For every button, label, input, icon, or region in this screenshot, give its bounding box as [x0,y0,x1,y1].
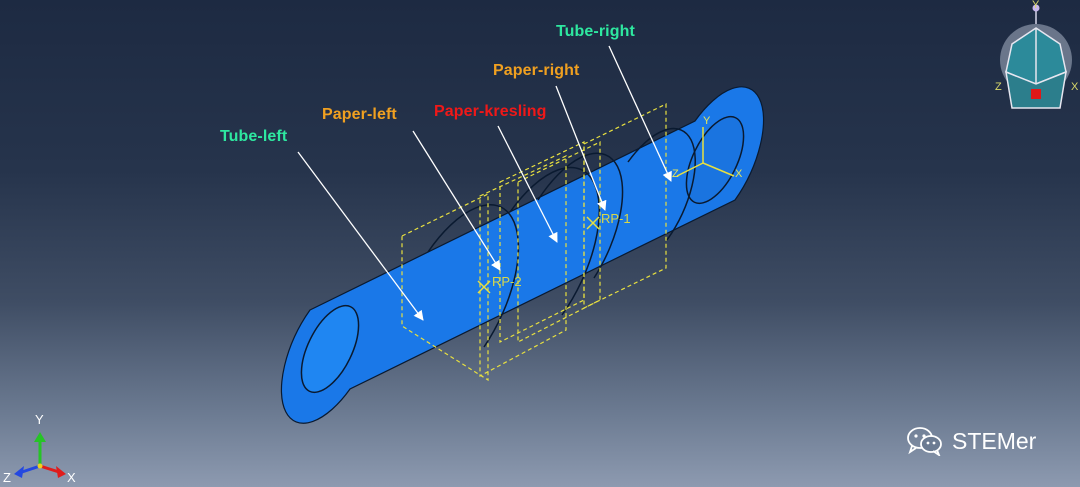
label-paper-left[interactable]: Paper-left [322,106,397,123]
view-cube-z-label: Z [995,81,1002,93]
csys-y-label: Y [703,115,711,127]
rp1-label[interactable]: RP-1 [601,211,631,226]
paper-kresling-arrow [497,125,558,243]
reference-point-markers[interactable] [477,216,600,294]
paper-right-arrow [555,85,607,211]
paper-left-arrow [412,130,501,271]
tube-left-arrow [297,151,424,321]
csys-z-label: Z [672,168,679,180]
rp2-label[interactable]: RP-2 [492,274,522,289]
local-csys [676,127,735,177]
view-cube-x-label: X [1071,81,1079,93]
view-cube[interactable] [1000,4,1072,109]
label-paper-right[interactable]: Paper-right [493,62,580,79]
watermark-text: STEMer [952,427,1037,454]
triad-y-label: Y [35,412,44,427]
label-paper-kresling[interactable]: Paper-kresling [434,103,547,120]
label-tube-right[interactable]: Tube-right [556,23,635,40]
triad-x-label: X [67,470,76,485]
tube-right-arrow [608,45,672,182]
view-triad [14,432,66,478]
watermark: STEMer [906,426,1036,456]
triad-z-label: Z [3,470,11,485]
tube-part[interactable] [280,86,765,424]
csys-x-label: X [735,168,743,180]
view-cube-y-handle [1032,4,1040,12]
datum-planes [401,103,667,382]
wechat-icon [907,427,942,456]
view-cube-y-label: Y [1032,0,1040,11]
label-tube-left[interactable]: Tube-left [220,128,288,145]
view-cube-origin [1031,89,1041,99]
leader-arrows [297,45,672,321]
